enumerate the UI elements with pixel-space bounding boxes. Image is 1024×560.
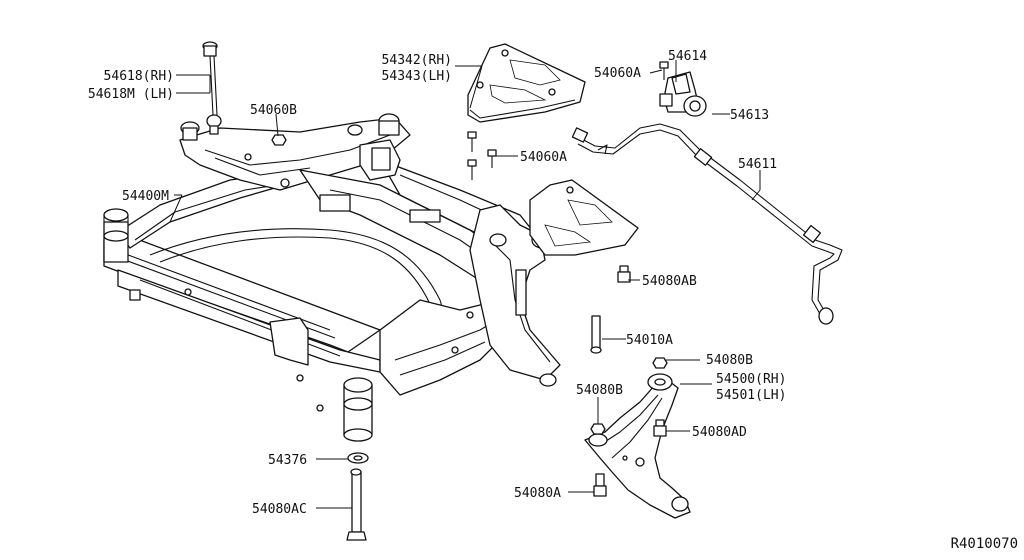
- bolts-54060A-mid: [467, 131, 497, 180]
- callout-54342-rh: 54342(RH): [382, 53, 452, 68]
- washer-54376: [347, 452, 369, 464]
- member-stay-bracket: [467, 43, 586, 123]
- callout-54080ab: 54080AB: [642, 274, 697, 289]
- callout-54010a: 54010A: [626, 333, 673, 348]
- member-lower-bracket: [529, 179, 639, 256]
- bolt-54080AD: [653, 419, 667, 437]
- callout-54501-lh: 54501(LH): [716, 388, 786, 403]
- stabilizer-bar: [571, 123, 843, 325]
- bolt-54080B-left: [590, 423, 606, 435]
- callout-54611: 54611: [738, 157, 777, 172]
- callout-54400m: 54400M: [122, 189, 169, 204]
- stabilizer-link-rod: [202, 41, 222, 135]
- diagram-reference-number: R4010070: [951, 536, 1018, 552]
- suspension-member: [103, 113, 561, 442]
- callout-54060a-top: 54060A: [594, 66, 641, 81]
- bolt-54080A-bottom: [593, 473, 607, 497]
- callouts: 54618(RH) 54618M (LH) 54060B 54400M 5434…: [88, 49, 787, 517]
- bolt-54080AC: [346, 468, 367, 541]
- callout-54618-rh: 54618(RH): [104, 69, 174, 84]
- bolt-54060B: [271, 134, 287, 146]
- callout-54060a-mid: 54060A: [520, 150, 567, 165]
- bolt-54080B-right: [652, 357, 668, 369]
- bolt-54010A: [590, 315, 602, 354]
- callout-54080a-bottom: 54080A: [514, 486, 561, 501]
- callout-54613: 54613: [730, 108, 769, 123]
- callout-54343-lh: 54343(LH): [382, 69, 452, 84]
- callout-54376: 54376: [268, 453, 307, 468]
- leader-lines: [169, 60, 761, 509]
- callout-54500-rh: 54500(RH): [716, 372, 786, 387]
- bolt-54060A-top: [659, 61, 669, 80]
- transverse-link: [584, 373, 691, 519]
- callout-54614: 54614: [668, 49, 707, 64]
- bolt-54080AB: [617, 265, 631, 283]
- callout-54080ac: 54080AC: [252, 502, 307, 517]
- callout-54080b-right: 54080B: [706, 353, 753, 368]
- callout-54060b: 54060B: [250, 103, 297, 118]
- callout-54080b-left: 54080B: [576, 383, 623, 398]
- stabilizer-bushing-clamp: [659, 71, 707, 117]
- callout-54618-lh: 54618M (LH): [88, 87, 174, 102]
- callout-54080ad: 54080AD: [692, 425, 747, 440]
